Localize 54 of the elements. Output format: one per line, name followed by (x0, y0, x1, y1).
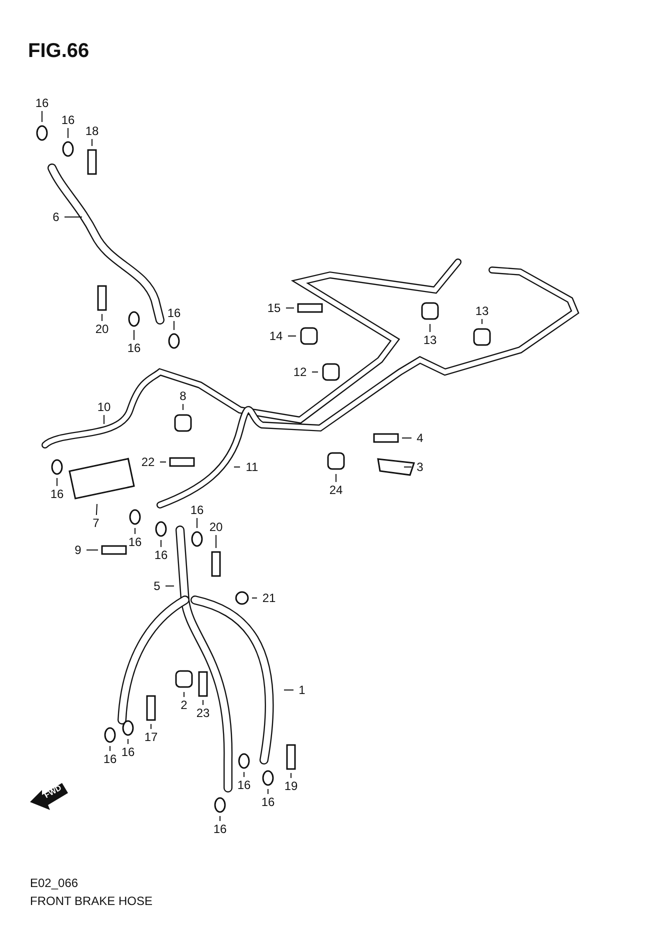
callout-number: 12 (292, 365, 308, 379)
callout-number: 16 (189, 503, 205, 517)
callout-number: 1 (294, 683, 310, 697)
direction-label: FWD (42, 783, 64, 801)
leader-line (202, 700, 204, 706)
callout-number: 6 (48, 210, 64, 224)
leader-line (160, 540, 162, 548)
callout-number: 22 (140, 455, 156, 469)
callout-number: 4 (412, 431, 428, 445)
callout-number: 16 (127, 535, 143, 549)
callout-number: 20 (94, 322, 110, 336)
drawing-code: E02_066 (30, 876, 78, 890)
callout-number: 16 (120, 745, 136, 759)
callout-number: 16 (126, 341, 142, 355)
leader-line (182, 404, 184, 410)
leader-line (290, 772, 292, 778)
callout-number: 15 (266, 301, 282, 315)
callout-number: 14 (268, 329, 284, 343)
callout-number: 23 (195, 706, 211, 720)
leader-line (196, 518, 198, 528)
leader-line (134, 528, 136, 534)
callout-number: 16 (49, 487, 65, 501)
leader-line (64, 216, 82, 218)
callout-number: 16 (60, 113, 76, 127)
callout-number: 21 (261, 591, 277, 605)
callout-number: 17 (143, 730, 159, 744)
leader-line (404, 466, 412, 468)
callout-number: 16 (236, 778, 252, 792)
callout-number: 13 (474, 304, 490, 318)
callout-number: 13 (422, 333, 438, 347)
callout-number: 16 (153, 548, 169, 562)
callout-number: 16 (166, 306, 182, 320)
callout-number: 16 (260, 795, 276, 809)
callout-number: 8 (175, 389, 191, 403)
leader-line (56, 478, 58, 486)
callout-number: 2 (176, 698, 192, 712)
leader-line (150, 724, 152, 730)
callout-number: 20 (208, 520, 224, 534)
figure-title: FIG.66 (28, 40, 90, 62)
callout-number: 9 (70, 543, 86, 557)
callout-number: 16 (102, 752, 118, 766)
callout-number: 19 (283, 779, 299, 793)
callout-number: 16 (34, 96, 50, 110)
callout-number: 18 (84, 124, 100, 138)
leader-line (234, 466, 240, 468)
callout-number: 24 (328, 483, 344, 497)
callout-number: 7 (88, 516, 104, 530)
leader-line (96, 504, 98, 516)
callout-number: 10 (96, 400, 112, 414)
figure-caption: FRONT BRAKE HOSE (30, 894, 152, 908)
callout-number: 3 (412, 460, 428, 474)
callout-number: 11 (244, 460, 260, 474)
callout-number: 16 (212, 822, 228, 836)
callout-number: 5 (149, 579, 165, 593)
